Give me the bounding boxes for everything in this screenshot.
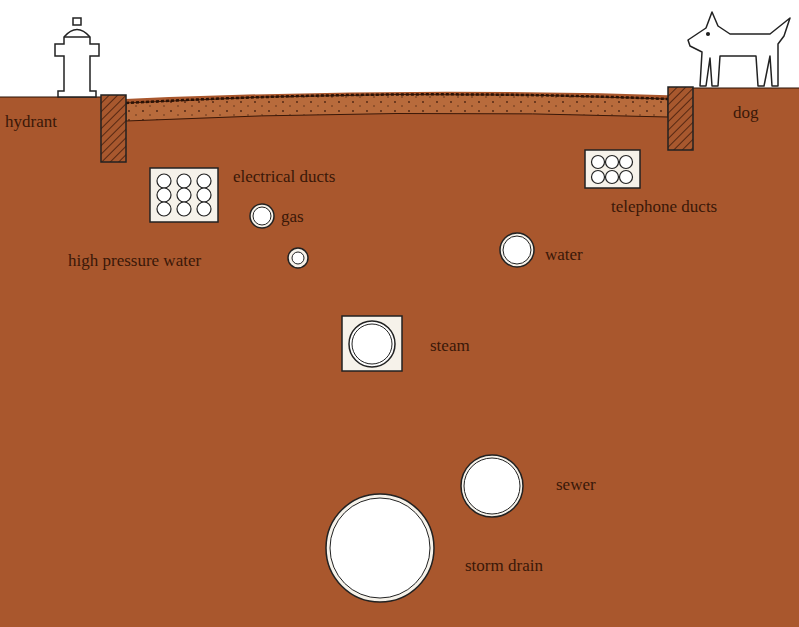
road-surface: [126, 94, 668, 103]
part-label: storm drain: [465, 556, 543, 576]
part-label: gas: [281, 207, 304, 227]
gas-pipe: [250, 204, 274, 228]
curb: [101, 95, 126, 162]
utility-pipes: [150, 150, 640, 602]
part-label: hydrant: [5, 112, 57, 132]
sewer-pipe: [461, 455, 523, 517]
storm-drain-pipe: [326, 494, 434, 602]
ground: [0, 88, 799, 627]
curb: [668, 87, 693, 150]
steam-conduit: [342, 316, 402, 371]
part-label: sewer: [556, 475, 596, 495]
dog-figure: [688, 12, 790, 86]
part-label: water: [545, 245, 583, 265]
part-label: electrical ducts: [233, 167, 335, 187]
part-label: high pressure water: [68, 251, 201, 271]
part-label: steam: [430, 336, 470, 356]
part-label: telephone ducts: [611, 197, 717, 217]
high-pressure-water-pipe: [288, 248, 308, 268]
part-label: dog: [733, 103, 759, 123]
electrical-duct-bank: [150, 168, 218, 222]
hydrant-figure: [55, 18, 99, 97]
road-bed: [126, 94, 668, 121]
telephone-duct-bank: [585, 150, 640, 188]
water-pipe: [500, 233, 534, 267]
